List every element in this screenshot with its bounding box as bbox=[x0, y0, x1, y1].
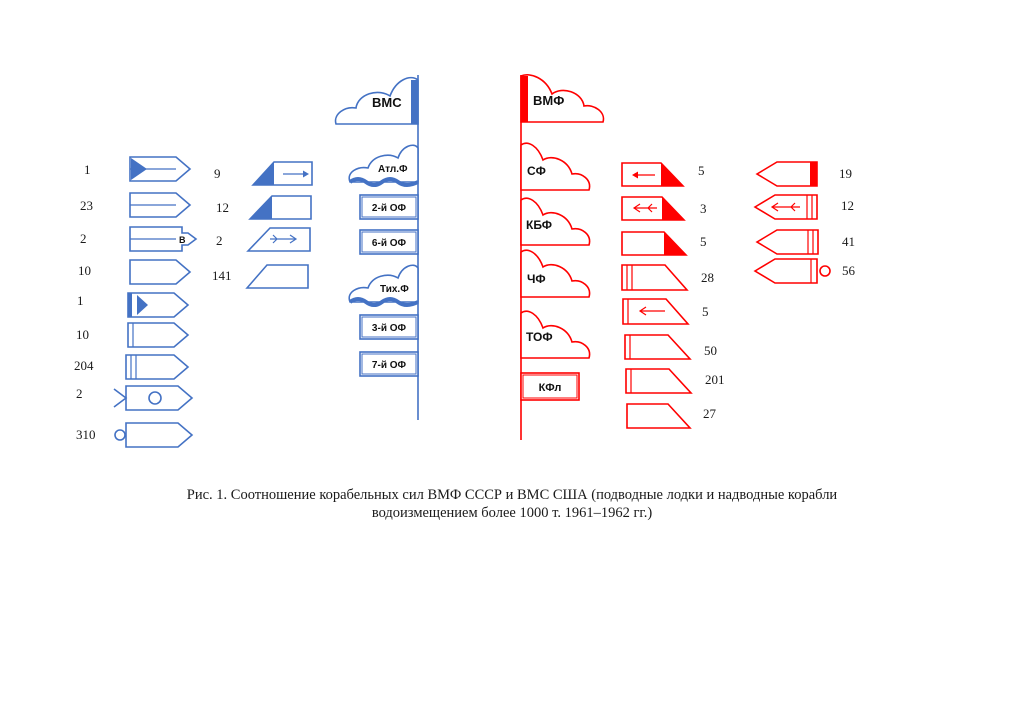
us-count: 1 bbox=[77, 293, 84, 308]
us-navy-flag bbox=[334, 76, 419, 125]
us-symbol-2 bbox=[129, 192, 192, 218]
us-fleet-7-box bbox=[359, 351, 419, 377]
ussr-count: 5 bbox=[700, 234, 707, 249]
ussr-navy-flag-label: ВМФ bbox=[533, 93, 564, 108]
ussr-symbol-4 bbox=[621, 264, 689, 291]
us-fleet-6-label: 6-й ОФ bbox=[372, 238, 407, 249]
ussr-count: 28 bbox=[701, 270, 714, 285]
figure-caption: Рис. 1. Соотношение корабельных сил ВМФ … bbox=[60, 486, 964, 522]
us-count: 2 bbox=[76, 386, 83, 401]
ussr-count: 5 bbox=[702, 304, 709, 319]
ussr-navy-flag bbox=[520, 74, 605, 123]
ussr-fleet-tof-flag bbox=[520, 310, 591, 359]
ussr-count: 19 bbox=[839, 166, 852, 181]
us-symbol-8 bbox=[125, 385, 194, 411]
us-symbols-left: В bbox=[113, 156, 198, 448]
ussr-count: 56 bbox=[842, 263, 856, 278]
figure-caption-line-2: водоизмещением более 1000 т. 1961–1962 г… bbox=[371, 505, 653, 521]
ussr-fleet-chf-flag bbox=[520, 249, 591, 298]
ussr-flotilla-label: КФл bbox=[539, 382, 562, 394]
us-navy-group: ВМС Атл.Ф 2-й ОФ 6-й ОФ Тих.Ф 3-й ОФ 7-й… bbox=[74, 75, 419, 448]
us-symbol-7 bbox=[125, 354, 190, 380]
us-symbol-r4 bbox=[245, 264, 309, 289]
us-fleet-7-label: 7-й ОФ bbox=[372, 360, 407, 371]
ussr-symbol-r4 bbox=[753, 258, 818, 284]
ussr-symbol-7 bbox=[625, 368, 693, 394]
ussr-fleet-chf-label: ЧФ bbox=[527, 272, 546, 286]
us-atlantic-command-flag bbox=[348, 144, 419, 183]
ussr-symbol-r2 bbox=[753, 194, 818, 220]
ussr-count: 201 bbox=[705, 372, 725, 387]
ussr-symbol-6 bbox=[624, 334, 692, 360]
us-symbols-right bbox=[245, 161, 313, 289]
us-count: 141 bbox=[212, 268, 232, 283]
ussr-symbols-left bbox=[621, 162, 693, 429]
us-symbol-9 bbox=[125, 422, 194, 448]
ussr-fleet-sf-flag bbox=[520, 142, 591, 191]
us-count: 10 bbox=[76, 327, 89, 342]
ussr-count: 12 bbox=[841, 198, 854, 213]
us-count: 2 bbox=[80, 231, 87, 246]
ussr-flotilla-box bbox=[520, 372, 580, 401]
us-count: 10 bbox=[78, 263, 91, 278]
ussr-fleet-tof-label: ТОФ bbox=[526, 330, 553, 344]
us-pacific-wave bbox=[348, 297, 419, 307]
us-symbol-1 bbox=[129, 156, 192, 182]
ussr-symbol-5 bbox=[622, 298, 690, 325]
us-pacific-command-flag bbox=[348, 264, 419, 303]
us-atlantic-command-label: Атл.Ф bbox=[378, 164, 408, 175]
figure-caption-line-1: Рис. 1. Соотношение корабельных сил ВМФ … bbox=[186, 487, 838, 503]
ussr-fleet-sf-label: СФ bbox=[527, 164, 546, 178]
us-count: 9 bbox=[214, 166, 221, 181]
us-fleet-6-box bbox=[359, 229, 419, 255]
ussr-navy-group: ВМФ СФ КБФ ЧФ ТОФ КФл bbox=[520, 74, 856, 440]
us-counts: 1 23 2 10 1 10 204 2 310 9 12 2 141 bbox=[74, 162, 232, 442]
us-fleet-2-box bbox=[359, 194, 419, 220]
us-navy-flag-label: ВМС bbox=[372, 95, 402, 110]
ussr-symbol-r1 bbox=[755, 161, 818, 187]
ussr-count: 5 bbox=[698, 163, 705, 178]
us-atlantic-wave bbox=[348, 177, 419, 187]
ussr-fleet-kbf-flag bbox=[520, 197, 591, 246]
ussr-counts: 5 3 5 28 5 50 201 27 19 12 41 56 bbox=[698, 163, 856, 421]
us-count: 2 bbox=[216, 233, 223, 248]
us-count: 23 bbox=[80, 198, 93, 213]
ussr-count: 50 bbox=[704, 343, 717, 358]
us-symbol-4 bbox=[129, 259, 192, 285]
us-symbol-6 bbox=[127, 322, 190, 348]
us-pacific-command-label: Тих.Ф bbox=[380, 284, 409, 295]
us-navy-flag-band bbox=[411, 80, 418, 124]
us-count: 310 bbox=[76, 427, 96, 442]
us-fleet-3-box bbox=[359, 314, 419, 340]
ussr-fleet-kbf-label: КБФ bbox=[526, 218, 552, 232]
us-count: 12 bbox=[216, 200, 229, 215]
ussr-symbols-right bbox=[753, 161, 831, 284]
ussr-symbol-r3 bbox=[755, 229, 819, 255]
ussr-count: 27 bbox=[703, 406, 717, 421]
ussr-count: 3 bbox=[700, 201, 707, 216]
ussr-count: 41 bbox=[842, 234, 855, 249]
us-fleet-3-label: 3-й ОФ bbox=[372, 323, 407, 334]
us-symbol-3 bbox=[129, 226, 198, 252]
us-count: 204 bbox=[74, 358, 94, 373]
us-symbol-3-letter: В bbox=[179, 235, 186, 245]
us-symbol-r3 bbox=[246, 227, 311, 252]
us-fleet-2-label: 2-й ОФ bbox=[372, 203, 407, 214]
ussr-symbol-8 bbox=[626, 403, 692, 429]
us-symbol-r2 bbox=[248, 195, 312, 220]
ussr-navy-flag-band bbox=[521, 76, 528, 122]
us-count: 1 bbox=[84, 162, 91, 177]
